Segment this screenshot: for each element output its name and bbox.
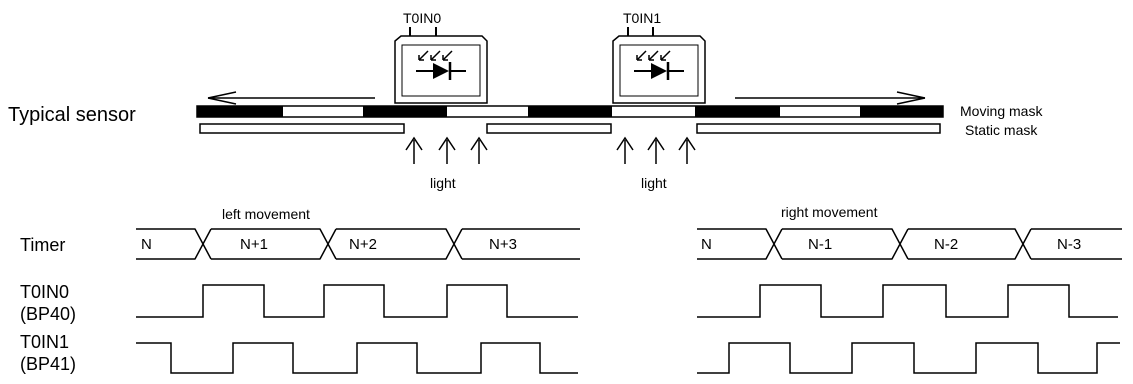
timer-segment-right: N-1: [808, 236, 832, 253]
photodiode-icon: [612, 27, 706, 104]
timer-segment-left: N: [141, 236, 152, 253]
static-mask: [199, 123, 941, 134]
sensor-label-t0in1: T0IN1: [623, 10, 661, 26]
timer-bus-right: N N-1 N-2 N-3: [697, 228, 1122, 260]
timing-diagrams: left movement right movement Timer T0IN0…: [20, 204, 1122, 374]
left-movement-heading: left movement: [222, 206, 310, 222]
light-label-right: light: [641, 175, 667, 191]
waveform-t0in0-left: [136, 284, 578, 318]
moving-mask: [196, 105, 944, 118]
sensor-t0in0: T0IN0: [394, 10, 488, 104]
row-label-t0in0: T0IN0: [20, 282, 69, 302]
up-arrow-icon: [647, 136, 665, 164]
row-label-timer: Timer: [20, 235, 65, 255]
light-arrows-right: light: [616, 136, 696, 191]
photodiode-icon: [394, 27, 488, 104]
row-label-bp40: (BP40): [20, 304, 76, 324]
waveform-t0in1-right: [697, 342, 1120, 374]
right-movement-heading: right movement: [781, 204, 878, 220]
sensor-assembly: T0IN0 T0IN1: [8, 10, 1043, 191]
right-arrow-icon: [735, 91, 926, 105]
timer-segment-right: N: [701, 236, 712, 253]
timer-segment-left: N+3: [489, 236, 517, 253]
waveform-t0in1-left: [136, 342, 578, 374]
light-arrows-left: light: [405, 136, 488, 191]
sensor-label-t0in0: T0IN0: [403, 10, 441, 26]
waveform-t0in0-right: [697, 284, 1118, 318]
left-arrow-icon: [207, 91, 375, 105]
up-arrow-icon: [470, 136, 488, 164]
timer-segment-right: N-3: [1057, 236, 1081, 253]
row-label-t0in1: T0IN1: [20, 332, 69, 352]
up-arrow-icon: [616, 136, 634, 164]
static-mask-label: Static mask: [965, 122, 1038, 138]
row-label-bp41: (BP41): [20, 354, 76, 374]
sensor-t0in1: T0IN1: [612, 10, 706, 104]
typical-sensor-title: Typical sensor: [8, 104, 136, 126]
up-arrow-icon: [438, 136, 456, 164]
light-label-left: light: [430, 175, 456, 191]
up-arrow-icon: [678, 136, 696, 164]
timer-segment-left: N+1: [240, 236, 268, 253]
timer-segment-right: N-2: [934, 236, 958, 253]
moving-mask-label: Moving mask: [960, 103, 1043, 119]
timer-segment-left: N+2: [349, 236, 377, 253]
up-arrow-icon: [405, 136, 423, 164]
timer-bus-left: N N+1 N+2 N+3: [136, 228, 580, 260]
